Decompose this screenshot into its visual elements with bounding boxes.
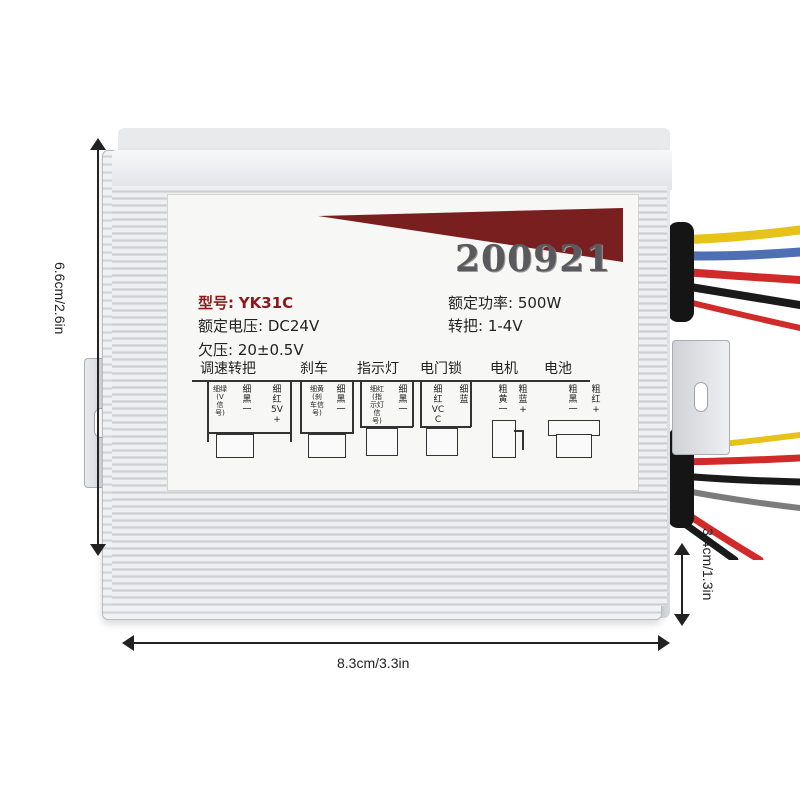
plug-brake	[308, 434, 346, 458]
width-label: 8.3cm/3.3in	[337, 655, 410, 671]
pin-throttle-signal: 细绿(V信号)	[213, 385, 227, 417]
arrow-down-icon	[90, 544, 106, 556]
group-title-indicator: 指示灯	[357, 361, 399, 377]
width-dimension-line	[128, 642, 665, 644]
group-title-throttle: 调速转把	[200, 361, 256, 377]
pin-throttle-5v: 细红5V+	[271, 385, 283, 425]
bracket-brake	[300, 382, 302, 434]
arrow-up-icon	[674, 543, 690, 555]
power-spec: 额定功率: 500W	[448, 294, 562, 312]
arrow-left-icon	[122, 635, 134, 651]
bracket-lock	[420, 382, 422, 427]
arrow-down-icon	[674, 614, 690, 626]
height-label: 6.6cm/2.6in	[52, 262, 68, 335]
throttle-spec: 转把: 1-4V	[448, 317, 523, 335]
pin-motor-yellow: 粗黄一	[498, 385, 508, 415]
pin-throttle-ground: 细黑一	[242, 385, 252, 415]
group-title-brake: 刹车	[300, 361, 328, 377]
pin-motor-blue: 粗蓝+	[518, 385, 528, 415]
depth-dimension-line	[681, 548, 683, 622]
pin-brake-ground: 细黑一	[336, 385, 346, 415]
label-wedge-graphic	[318, 208, 623, 262]
group-title-battery: 电池	[544, 361, 572, 377]
pin-indicator-signal: 细红(指示灯信号)	[370, 385, 384, 425]
plug-motor	[492, 420, 516, 458]
serial-number: 200921	[455, 238, 612, 280]
wiring-header-row: 调速转把 刹车 指示灯 电门锁 电机 电池	[192, 358, 590, 382]
plug-battery	[556, 434, 592, 458]
depth-label: 3.4cm/1.3in	[700, 528, 716, 601]
arrow-up-icon	[90, 138, 106, 150]
pin-brake-signal: 细黄(刹车信号)	[310, 385, 324, 417]
undervoltage-spec: 欠压: 20±0.5V	[198, 341, 304, 359]
voltage-spec: 额定电压: DC24V	[198, 317, 320, 335]
pin-lock-vcc: 细红VCC	[431, 385, 445, 425]
bracket-throttle	[207, 382, 209, 442]
height-dimension-line	[97, 142, 99, 552]
pin-battery-red: 粗红+	[591, 385, 601, 415]
pin-battery-black: 粗黑一	[568, 385, 578, 415]
model-spec: 型号: YK31C	[198, 294, 294, 312]
pin-lock-blue: 细蓝	[459, 385, 469, 405]
pin-indicator-ground: 细黑一	[398, 385, 408, 415]
group-title-motor: 电机	[490, 361, 518, 377]
plug-indicator	[366, 428, 398, 456]
arrow-right-icon	[658, 635, 670, 651]
housing-top-edge	[112, 150, 672, 190]
plug-lock	[426, 428, 458, 456]
plug-throttle	[216, 434, 254, 458]
mounting-flange-right	[672, 340, 730, 455]
group-title-lock: 电门锁	[420, 361, 462, 377]
bracket-indicator	[360, 382, 362, 427]
